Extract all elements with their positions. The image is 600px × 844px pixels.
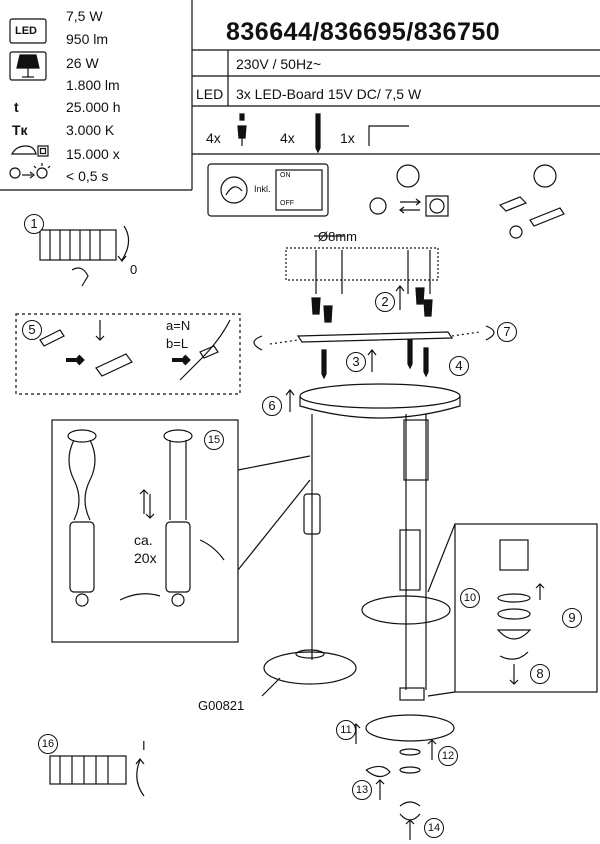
led-power: 7,5 W	[66, 8, 103, 24]
switch-inkl: Inkl.	[254, 184, 271, 194]
step1-state: 0	[130, 262, 138, 277]
wire-b: b=L	[166, 336, 189, 351]
screws-step4	[321, 339, 429, 380]
lifetime-symbol: t	[14, 99, 19, 115]
led-lumen: 950 lm	[66, 31, 109, 47]
key-qty: 1x	[340, 130, 355, 146]
switch-box	[207, 163, 329, 217]
lifetime: 25.000 h	[66, 99, 121, 115]
screws-qty: 4x	[206, 130, 221, 146]
step-10: 10	[460, 588, 480, 608]
step-11: 11	[336, 720, 356, 740]
step-2: 2	[375, 292, 395, 312]
mounting-bracket	[253, 325, 495, 351]
voltage: 230V / 50Hz~	[236, 56, 322, 72]
step-9: 9	[562, 608, 582, 628]
connector-step16	[49, 755, 145, 797]
anchors-step2	[311, 285, 433, 323]
bulb-power: 26 W	[66, 55, 99, 71]
step-14: 14	[424, 818, 444, 838]
switch-cycle-symbol	[11, 145, 49, 157]
step-4: 4	[449, 356, 469, 376]
startup-symbol	[9, 163, 51, 179]
electrical-table-frame	[192, 49, 600, 155]
wiring-panel-step5	[15, 313, 241, 395]
canopy-step6	[285, 383, 461, 419]
parts-drawing	[237, 113, 409, 154]
connector-step1	[39, 225, 130, 287]
step-12: 12	[438, 746, 458, 766]
step-6: 6	[262, 396, 282, 416]
switch-on: ON	[280, 172, 291, 179]
led-row-label: LED	[196, 86, 224, 102]
model-numbers: 836644/836695/836750	[226, 18, 501, 46]
detail-steps-8-10	[427, 523, 598, 697]
step-5: 5	[22, 320, 42, 340]
bottom-parts	[351, 714, 455, 840]
led-badge: LED	[15, 25, 37, 37]
approx: ca.	[134, 532, 153, 548]
anchors-qty: 4x	[280, 130, 295, 146]
step-1: 1	[24, 214, 44, 234]
led-service-icons	[369, 164, 565, 239]
color-temp-symbol: Tк	[12, 122, 28, 138]
switch-cycles: 15.000 x	[66, 146, 120, 162]
start-time: < 0,5 s	[66, 168, 109, 184]
led-board: 3x LED-Board 15V DC/ 7,5 W	[236, 86, 422, 102]
pendant-main	[361, 414, 451, 701]
lamp-symbol	[9, 51, 47, 81]
pendant-left	[261, 414, 357, 697]
color-temp: 3.000 K	[66, 122, 115, 138]
step-16: 16	[38, 734, 58, 754]
bulb-lumen: 1.800 lm	[66, 77, 120, 93]
drill-size: Ø8mm	[318, 229, 357, 244]
step-15: 15	[204, 430, 224, 450]
step-13: 13	[352, 780, 372, 800]
switch-off: OFF	[280, 200, 294, 207]
ceiling	[285, 235, 439, 294]
spec-table-frame	[0, 0, 193, 191]
step-7: 7	[497, 322, 517, 342]
step-8: 8	[530, 664, 550, 684]
part-code: G00821	[198, 698, 245, 713]
wire-a: a=N	[166, 318, 191, 333]
step-3: 3	[346, 352, 366, 372]
step16-state: I	[142, 738, 146, 753]
repeat-count: 20x	[134, 550, 157, 566]
detail-step15	[51, 419, 311, 643]
